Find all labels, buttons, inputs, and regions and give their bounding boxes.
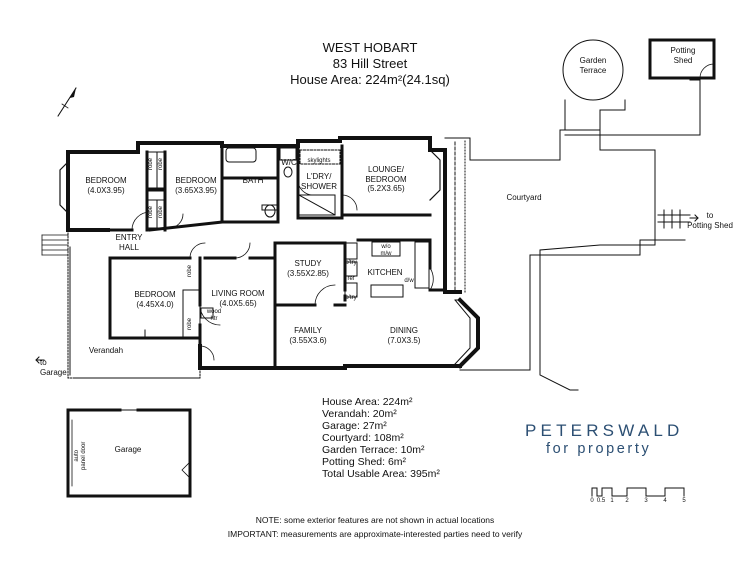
room-label-verandah: Verandah	[88, 346, 124, 355]
area-total: Total Usable Area: 395m²	[322, 468, 440, 480]
panel-door-label: auto panel door	[74, 441, 87, 470]
scale-label-0: 0	[590, 498, 594, 504]
ref-label: ref	[347, 276, 355, 282]
area-courtyard: Courtyard: 108m²	[322, 432, 404, 444]
room-label-family: FAMILY (3.55X3.6)	[289, 326, 327, 345]
robe-label-6: robe	[187, 317, 193, 330]
scale-label-3: 3	[644, 498, 648, 504]
courtyard-outline	[444, 129, 691, 391]
area-house: House Area: 224m²	[322, 396, 413, 408]
area-garden-terrace: Garden Terrace: 10m²	[322, 444, 425, 456]
house-area-line: House Area: 224m²(24.1sq)	[290, 72, 450, 87]
potting-shed-outline	[648, 38, 716, 80]
scale-label-5: 5	[682, 498, 686, 504]
garden-terrace-outline	[562, 39, 701, 136]
scale-bar	[591, 487, 685, 497]
room-label-laundry: L'DRY/ SHOWER	[301, 172, 337, 191]
note-line-2: IMPORTANT: measurements are approximate-…	[227, 529, 523, 539]
wall-oven-label: w/o m/w	[380, 244, 392, 257]
room-label-dining: DINING (7.0X3.5)	[387, 326, 421, 345]
room-label-living: LIVING ROOM (4.0X5.65)	[211, 289, 265, 308]
room-label-bedroom-1: BEDROOM (4.0X3.95)	[85, 176, 127, 195]
pantry-label-2: p'try	[345, 295, 357, 301]
scale-label-1: 1	[610, 498, 614, 504]
verandah-outline	[67, 229, 201, 379]
robe-label-1: robe	[148, 157, 154, 170]
room-label-study: STUDY (3.55X2.85)	[287, 259, 329, 278]
suburb-title: WEST HOBART	[322, 40, 418, 55]
room-label-potting-shed: Potting Shed	[670, 46, 696, 65]
note-line-1: NOTE: some exterior features are not sho…	[255, 515, 495, 525]
scale-label-4: 4	[663, 498, 667, 504]
room-label-kitchen: KITCHEN	[367, 268, 403, 277]
skylights-label: skylights	[307, 158, 331, 164]
to-garage-label: to Garage	[40, 358, 67, 377]
scale-label-2: 2	[625, 498, 629, 504]
arrow-right-icon	[689, 214, 699, 222]
room-label-bath: BATH	[242, 176, 264, 185]
room-label-garden-terrace: Garden Terrace	[579, 56, 607, 75]
address-line: 83 Hill Street	[332, 56, 408, 71]
area-garage: Garage: 27m²	[322, 420, 387, 432]
dishwasher-label: d/w	[404, 278, 414, 284]
wood-heater-label: wood htr	[206, 309, 222, 322]
room-label-wc: W/C	[281, 158, 297, 167]
robe-label-4: robe	[158, 205, 164, 218]
area-verandah: Verandah: 20m²	[322, 408, 397, 420]
room-label-lounge: LOUNGE/ BEDROOM (5.2X3.65)	[365, 165, 407, 193]
garage-outline	[66, 408, 192, 498]
room-label-bedroom-3: BEDROOM (4.45X4.0)	[134, 290, 176, 309]
room-label-bedroom-2: BEDROOM (3.65X3.95)	[175, 176, 217, 195]
brand-tagline: for property	[546, 441, 652, 457]
scale-label-0-5: 0.5	[596, 498, 606, 504]
room-label-garage: Garage	[114, 445, 142, 454]
room-label-courtyard: Courtyard	[506, 193, 542, 202]
pantry-label-1: p'try	[345, 260, 357, 266]
arrow-left-icon	[35, 356, 45, 364]
brand-name: PETERSWALD	[525, 421, 684, 440]
to-potting-shed-label: to Potting Shed	[687, 211, 733, 230]
robe-label-3: robe	[148, 205, 154, 218]
north-arrow-icon	[57, 87, 77, 117]
robe-label-2: robe	[158, 157, 164, 170]
room-label-entry-hall: ENTRY HALL	[115, 233, 143, 252]
robe-label-5: robe	[187, 264, 193, 277]
area-potting-shed: Potting Shed: 6m²	[322, 456, 407, 468]
